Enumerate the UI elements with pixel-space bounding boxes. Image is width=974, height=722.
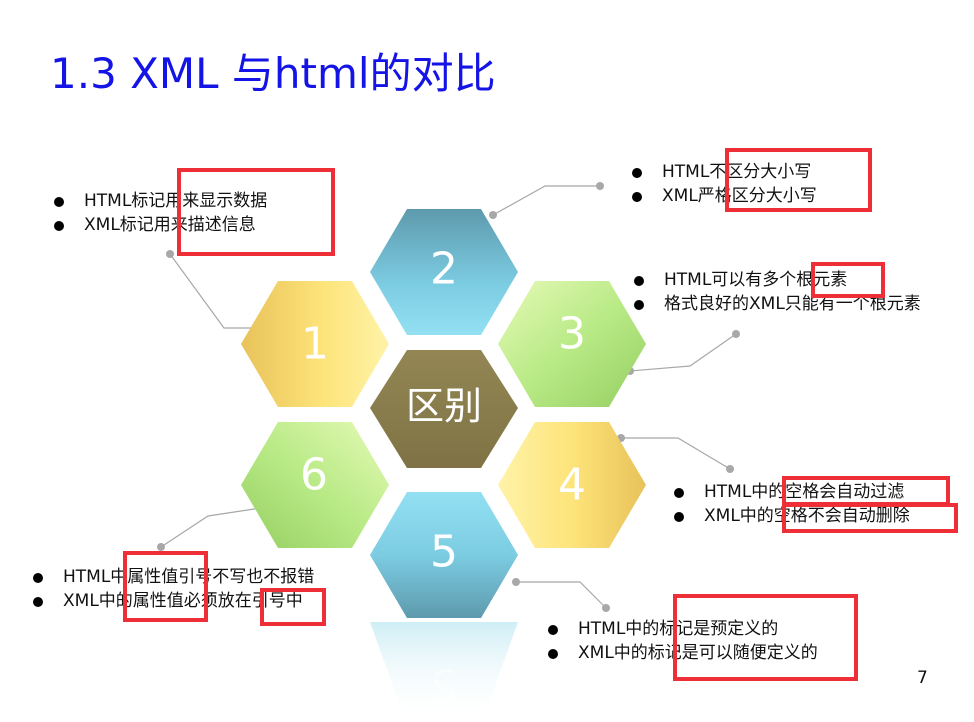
group-2-list: HTML不区分大小写 XML严格区分大小写 <box>632 160 817 208</box>
list-item: XML中的属性值必须放在引号中 <box>33 589 314 613</box>
list-item: 格式良好的XML只能有一个根元素 <box>634 292 921 316</box>
hex-5: 5 <box>370 492 518 618</box>
list-item: XML中的空格不会自动删除 <box>674 504 910 528</box>
group-4-list: HTML中的空格会自动过滤 XML中的空格不会自动删除 <box>674 480 910 528</box>
highlight-box-6b <box>260 588 326 626</box>
list-item: XML严格区分大小写 <box>632 184 817 208</box>
highlight-box-6a <box>123 551 208 622</box>
list-item: XML标记用来描述信息 <box>54 213 267 237</box>
list-item: HTML中的空格会自动过滤 <box>674 480 910 504</box>
hex-1: 1 <box>241 281 389 407</box>
svg-text:4: 4 <box>558 460 586 511</box>
connector-4 <box>621 437 731 470</box>
connector-2 <box>492 185 600 216</box>
highlight-box-4b <box>782 503 958 533</box>
list-item: HTML中的标记是预定义的 <box>548 617 818 641</box>
center-label: 区别 <box>406 384 482 428</box>
group-3-list: HTML可以有多个根元素 格式良好的XML只能有一个根元素 <box>634 268 921 316</box>
list-item: XML中的标记是可以随便定义的 <box>548 641 818 665</box>
list-item: HTML可以有多个根元素 <box>634 268 921 292</box>
highlight-box-4a <box>782 476 950 506</box>
svg-text:3: 3 <box>558 309 586 360</box>
list-item: HTML标记用来显示数据 <box>54 189 267 213</box>
svg-text:5: 5 <box>430 527 458 578</box>
highlight-box-5 <box>673 594 858 681</box>
group-1-list: HTML标记用来显示数据 XML标记用来描述信息 <box>54 189 267 237</box>
page-number: 7 <box>917 668 928 688</box>
hex-center: 区别 <box>370 350 518 468</box>
connector-3 <box>629 333 737 372</box>
highlight-box-1 <box>177 168 335 256</box>
hex-2: 2 <box>370 209 518 335</box>
svg-text:6: 6 <box>300 450 328 501</box>
svg-text:1: 1 <box>301 319 329 370</box>
highlight-box-2 <box>725 148 872 212</box>
svg-text:2: 2 <box>430 244 458 295</box>
hex-4: 4 <box>498 422 646 548</box>
hex-6: 6 <box>241 422 389 548</box>
slide-title: 1.3 XML 与html的对比 <box>50 49 496 98</box>
hex-5-reflection-label: 5 <box>430 659 458 710</box>
group-5-list: HTML中的标记是预定义的 XML中的标记是可以随便定义的 <box>548 617 818 665</box>
list-item: HTML不区分大小写 <box>632 160 817 184</box>
hex-3: 3 <box>498 281 646 407</box>
connector-5 <box>516 581 607 609</box>
hex-5-reflection <box>370 622 518 722</box>
highlight-box-3 <box>811 262 885 298</box>
